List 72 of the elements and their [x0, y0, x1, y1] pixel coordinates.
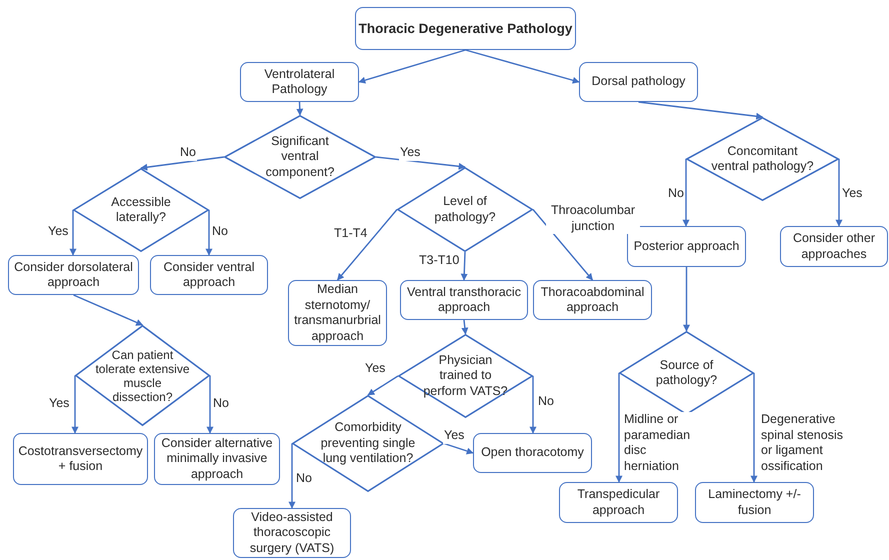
question-text: Accessible laterally? — [110, 194, 172, 226]
arrow — [532, 209, 594, 281]
node-text: Transpedicular approach — [576, 487, 661, 518]
arrow — [358, 49, 466, 84]
node-text: Ventral transthoracic approach — [406, 284, 522, 316]
node-text: Dorsal pathology — [592, 74, 686, 90]
question-text: Significant ventral component? — [264, 134, 336, 180]
arrow — [444, 442, 474, 454]
node-text: Thoracoabdominal approach — [540, 284, 646, 316]
title-text: Thoracic Degenerative Pathology — [358, 20, 572, 36]
arrow — [683, 267, 690, 332]
process-box — [233, 508, 351, 558]
question-text: Comorbidity preventing single lung ventilation? — [320, 420, 416, 467]
process-box — [400, 280, 528, 320]
process-box — [13, 433, 148, 485]
arrow — [836, 159, 842, 227]
arrow — [140, 156, 224, 171]
node-text: Consider alternative minimally invasive approach — [160, 436, 274, 482]
question-text: Physician trained to perform VATS? — [422, 352, 509, 400]
node-text: Ventrolateral Pathology — [263, 66, 336, 98]
decision-diamond — [224, 115, 376, 199]
arrow — [682, 159, 690, 227]
node-text: Consider ventral approach — [162, 260, 256, 290]
node-text: Median sternotomy/ transmanurbrial approach — [293, 282, 382, 344]
edge-label: Yes — [399, 145, 422, 160]
question-text: Concomitant ventral pathology? — [710, 144, 815, 174]
process-box — [150, 255, 268, 295]
arrow — [638, 101, 764, 120]
arrow — [367, 375, 398, 396]
node-text: Laminectomy +/- fusion — [707, 487, 802, 518]
process-box — [240, 62, 359, 102]
arrow — [616, 373, 622, 483]
node-text: Open thoracotomy — [481, 445, 584, 461]
node-text: Costotransversectomy + fusion — [17, 444, 144, 474]
process-box — [627, 226, 746, 267]
node-text: Consider other approaches — [792, 231, 876, 262]
decision-diamond — [686, 117, 839, 201]
decision-diamond — [398, 334, 533, 418]
arrow — [750, 373, 758, 483]
title-box — [355, 7, 576, 50]
process-box — [154, 433, 280, 485]
node-text: Posterior approach — [634, 238, 740, 254]
arrow — [206, 376, 214, 434]
arrow — [336, 209, 398, 281]
arrow — [70, 210, 76, 256]
arrow — [73, 294, 144, 326]
edge-label: Yes — [443, 428, 466, 444]
arrow — [206, 210, 212, 256]
node-text: Video-assisted thoracoscopic surgery (VATS) — [248, 510, 336, 556]
decision-diamond — [619, 331, 754, 415]
question-text: Source of pathology? — [654, 358, 718, 388]
process-box — [695, 482, 814, 523]
decision-diamond — [75, 325, 210, 426]
arrow — [72, 376, 78, 434]
process-box — [579, 62, 698, 102]
process-box — [780, 226, 888, 267]
edge-label: No — [179, 145, 197, 160]
node-text: Consider dorsolateral approach — [13, 260, 134, 290]
arrow — [465, 49, 580, 84]
arrow — [296, 102, 304, 116]
process-box — [559, 482, 678, 523]
arrow — [376, 156, 466, 170]
arrow — [461, 320, 468, 335]
process-box — [533, 280, 652, 320]
decision-diamond — [397, 167, 533, 252]
edge-label: Throacolumbar junction — [546, 203, 640, 234]
process-box — [473, 433, 592, 473]
decision-diamond — [73, 168, 209, 252]
question-text: Can patient tolerate extensive muscle dissection? — [94, 348, 191, 404]
question-text: Level of pathology? — [433, 194, 497, 225]
arrow — [530, 376, 536, 434]
arrow — [460, 252, 468, 281]
